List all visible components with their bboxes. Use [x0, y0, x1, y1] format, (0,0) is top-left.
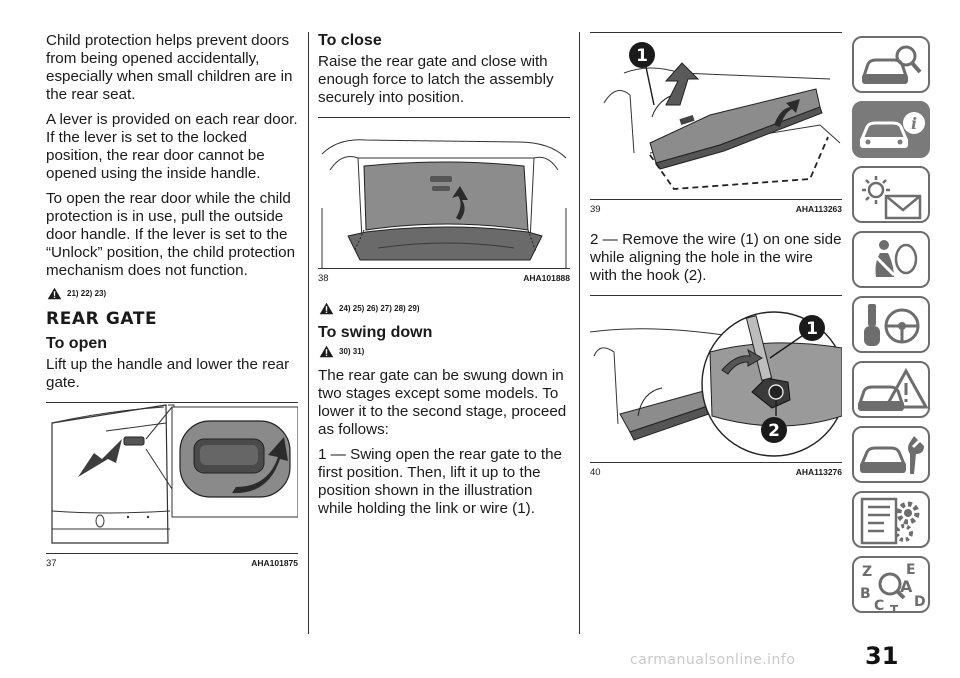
index-letter: D — [914, 594, 926, 610]
to-close-paragraph: Raise the rear gate and close with enoug… — [318, 53, 554, 106]
figure-rule — [590, 32, 842, 33]
figure-rule — [46, 402, 298, 403]
section-title: REAR GATE — [46, 309, 158, 329]
warning-light-envelope-icon — [862, 176, 922, 220]
to-open-heading: To open — [46, 335, 108, 352]
index-letter: A — [900, 577, 913, 596]
figure-code: AHA113276 — [795, 467, 842, 477]
svg-text:i: i — [911, 114, 917, 133]
figure-caption: 40 AHA113276 — [590, 467, 842, 478]
warning-triangle-icon — [47, 287, 62, 300]
tab-knowing-instrument-panel[interactable]: i — [852, 101, 930, 158]
tab-servicing-care[interactable] — [852, 426, 930, 483]
figure-number: 38 — [318, 273, 329, 284]
tab-warning-lights[interactable] — [852, 166, 930, 223]
figure-rule — [590, 462, 842, 463]
swing-step-1: 1 — Swing open the rear gate to the firs… — [318, 446, 563, 517]
figure-38: 38 AHA101888 — [318, 117, 570, 284]
figure-caption: 38 AHA101888 — [318, 273, 570, 284]
swing-down-paragraph: The rear gate can be swung down in two s… — [318, 367, 567, 438]
warning-triangle-icon — [319, 302, 334, 315]
figure-number: 39 — [590, 204, 601, 215]
tab-technical-data[interactable] — [852, 491, 930, 548]
figure-40: 1 2 40 AHA113276 — [590, 295, 842, 478]
warning-reference: 30) 31) — [319, 345, 570, 358]
column-1: Child protection helps prevent doors fro… — [46, 32, 298, 569]
rear-gate-lifted-illustration: 1 — [603, 42, 841, 190]
wire-hook-illustration: 1 2 — [590, 311, 842, 457]
open-rear-door-paragraph: To open the rear door while the child pr… — [46, 190, 296, 279]
warning-reference: 21) 22) 23) — [47, 287, 298, 300]
car-wrench-icon — [859, 436, 924, 474]
to-open-paragraph: Lift up the handle and lower the rear ga… — [46, 356, 290, 391]
column-divider — [308, 32, 309, 634]
callout-circle — [629, 42, 655, 68]
callout-1: 1 — [636, 46, 648, 66]
column-2: To close Raise the rear gate and close w… — [318, 32, 570, 525]
car-breakdown-triangle-icon — [857, 367, 928, 411]
figure-code: AHA113263 — [795, 204, 842, 214]
key-steering-wheel-icon — [864, 304, 920, 346]
warning-triangle-icon — [319, 345, 334, 358]
page-number: 31 — [865, 642, 899, 670]
watermark: carmanualsonline.info — [630, 652, 796, 668]
figure-37: 37 AHA101875 — [46, 402, 298, 569]
column-3: 1 39 AHA113263 2 — Remove the wire (1) o… — [590, 32, 842, 478]
warning-refs: 21) 22) 23) — [67, 289, 107, 298]
to-swing-down-heading: To swing down — [318, 324, 433, 341]
to-close-heading: To close — [318, 32, 382, 49]
figure-rule — [590, 295, 842, 296]
tab-index[interactable]: Z E B A C D T — [852, 556, 930, 613]
column-divider — [579, 32, 580, 634]
tab-safety[interactable] — [852, 231, 930, 288]
seatbelt-airbag-icon — [872, 240, 918, 277]
index-letter: T — [890, 603, 899, 613]
figure-rule — [590, 199, 842, 200]
car-magnifier-icon — [861, 45, 922, 84]
rear-gate-handle-illustration — [51, 404, 298, 544]
swing-step-2: 2 — Remove the wire (1) on one side whil… — [590, 231, 842, 284]
child-protection-paragraph: Child protection helps prevent doors fro… — [46, 32, 293, 103]
callout-2: 2 — [768, 421, 780, 441]
chapter-sidebar: i — [852, 36, 932, 621]
figure-rule — [46, 553, 298, 554]
figure-39: 1 39 AHA113263 — [590, 32, 842, 215]
rear-gate-closing-illustration — [321, 139, 567, 268]
lever-paragraph: A lever is provided on each rear door. I… — [46, 111, 298, 182]
specs-gears-icon — [860, 497, 920, 545]
tab-in-an-emergency[interactable] — [852, 361, 930, 418]
figure-caption: 39 AHA113263 — [590, 204, 842, 215]
warning-reference: 24) 25) 26) 27) 28) 29) — [319, 302, 570, 315]
figure-rule — [318, 117, 570, 118]
figure-code: AHA101888 — [523, 273, 570, 283]
figure-code: AHA101875 — [251, 558, 298, 568]
index-letter: C — [874, 598, 884, 613]
index-letter: B — [860, 586, 871, 602]
callout-1: 1 — [806, 319, 818, 339]
tab-starting-driving[interactable] — [852, 296, 930, 353]
car-info-icon: i — [859, 112, 925, 148]
figure-number: 40 — [590, 467, 601, 478]
figure-number: 37 — [46, 558, 57, 569]
warning-refs: 24) 25) 26) 27) 28) 29) — [339, 304, 420, 313]
alphabet-index-icon: Z E B A C D T — [860, 562, 926, 613]
warning-refs: 30) 31) — [339, 347, 365, 356]
figure-rule — [318, 268, 570, 269]
figure-caption: 37 AHA101875 — [46, 558, 298, 569]
index-letter: E — [906, 562, 916, 578]
tab-getting-to-know-vehicle[interactable] — [852, 36, 930, 93]
index-letter: Z — [862, 564, 872, 580]
